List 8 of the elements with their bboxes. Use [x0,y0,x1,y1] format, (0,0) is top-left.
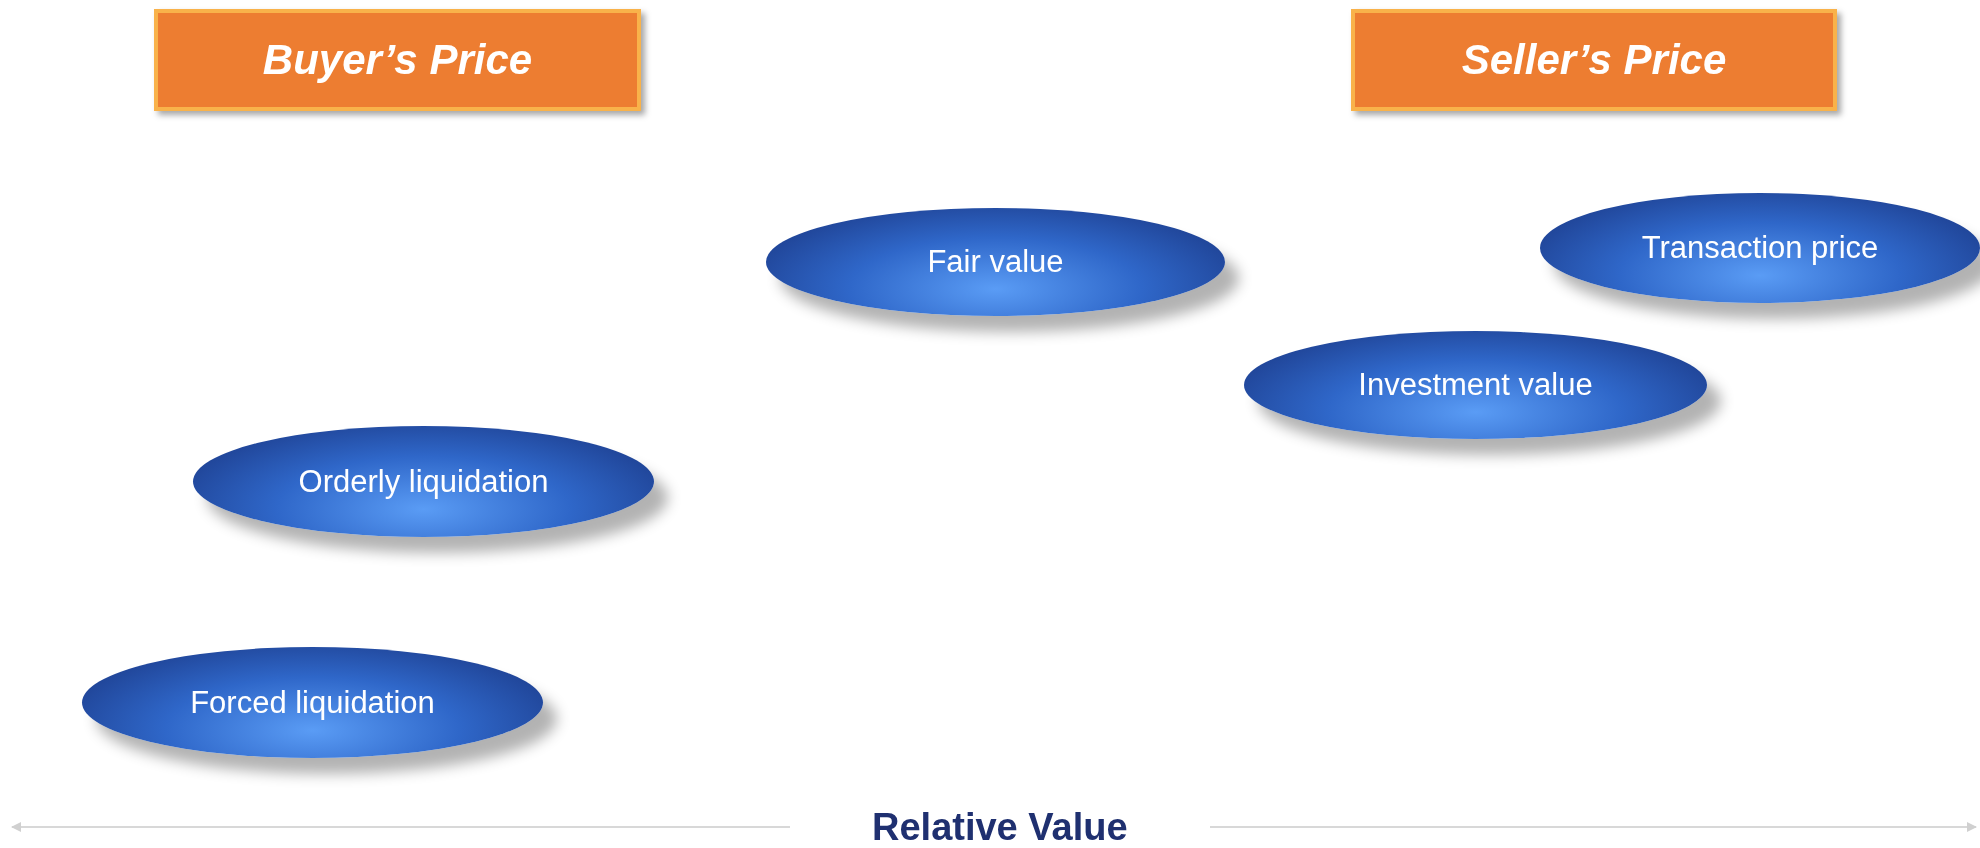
value-ellipse: Fair value [766,208,1225,316]
value-ellipse: Transaction price [1540,193,1980,303]
value-ellipse: Forced liquidation [82,647,543,758]
axis-title: Relative Value [872,805,1128,848]
header-box: Buyer’s Price [154,9,641,111]
value-ellipse: Investment value [1244,331,1707,439]
header-box: Seller’s Price [1351,9,1837,111]
value-ellipse: Orderly liquidation [193,426,654,537]
